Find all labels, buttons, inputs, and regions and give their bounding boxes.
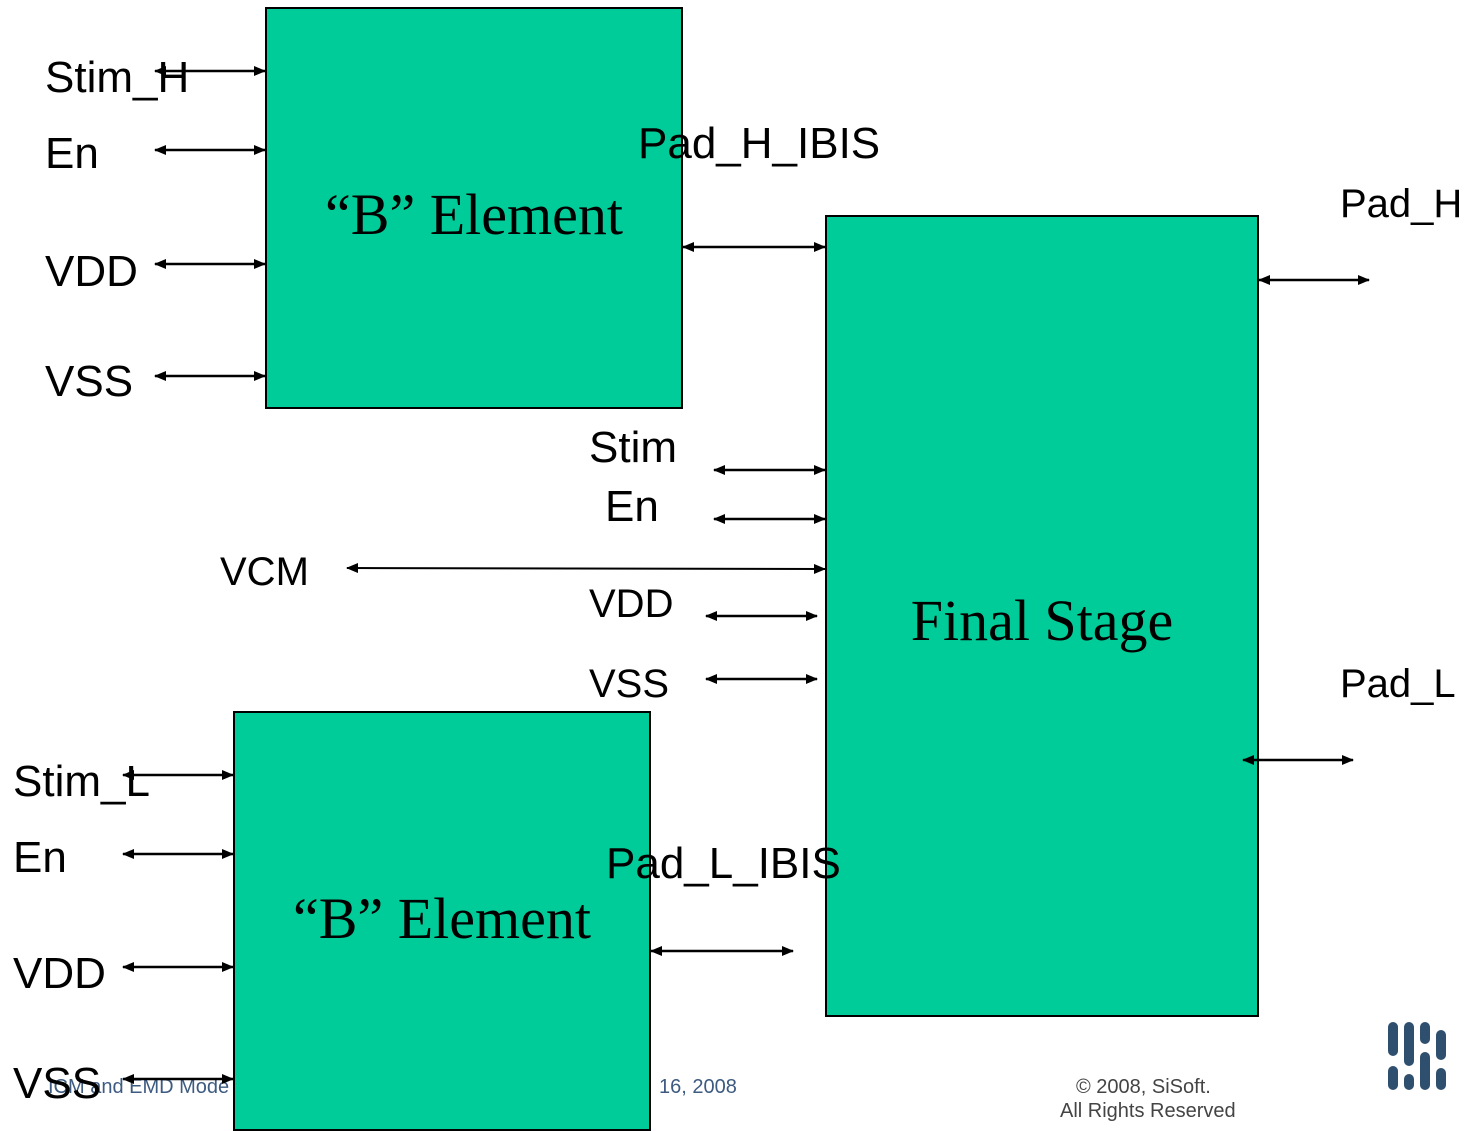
port-label-pad-h: Pad_H — [1340, 182, 1463, 226]
port-label-vss-mid: VSS — [589, 662, 670, 706]
port-label-en-mid: En — [605, 482, 659, 531]
port-label-stim-l: Stim_L — [13, 757, 150, 806]
port-label-stim-h: Stim_H — [45, 53, 190, 102]
port-label-vcm: VCM — [220, 550, 309, 594]
sisoft-logo-icon — [1388, 1022, 1446, 1090]
port-label-vss-top: VSS — [45, 357, 134, 406]
port-label-stim: Stim — [589, 423, 677, 472]
b-element-bottom-title: “B” Element — [293, 886, 591, 951]
port-label-pad-l-ibis: Pad_L_IBIS — [606, 839, 841, 888]
final-stage-title: Final Stage — [910, 588, 1174, 653]
port-label-en-bottom: En — [13, 833, 67, 882]
port-label-vdd-mid: VDD — [589, 582, 674, 626]
port-label-vdd-bottom: VDD — [13, 949, 106, 998]
port-label-vss-bottom: VSS — [13, 1059, 102, 1108]
wire-vcm — [346, 563, 826, 574]
port-label-pad-l: Pad_L — [1340, 662, 1456, 706]
port-label-vdd-top: VDD — [45, 247, 138, 296]
footer-date-text: 16, 2008 — [659, 1076, 737, 1098]
b-element-top-title: “B” Element — [325, 182, 623, 247]
b-element-bottom: “B” Element — [233, 711, 651, 1131]
footer-copyright: © 2008, SiSoft. — [1076, 1076, 1211, 1098]
b-element-top: “B” Element — [265, 7, 683, 409]
port-label-en-top: En — [45, 129, 99, 178]
final-stage-block: Final Stage — [825, 215, 1259, 1017]
port-label-pad-h-ibis: Pad_H_IBIS — [638, 119, 881, 168]
